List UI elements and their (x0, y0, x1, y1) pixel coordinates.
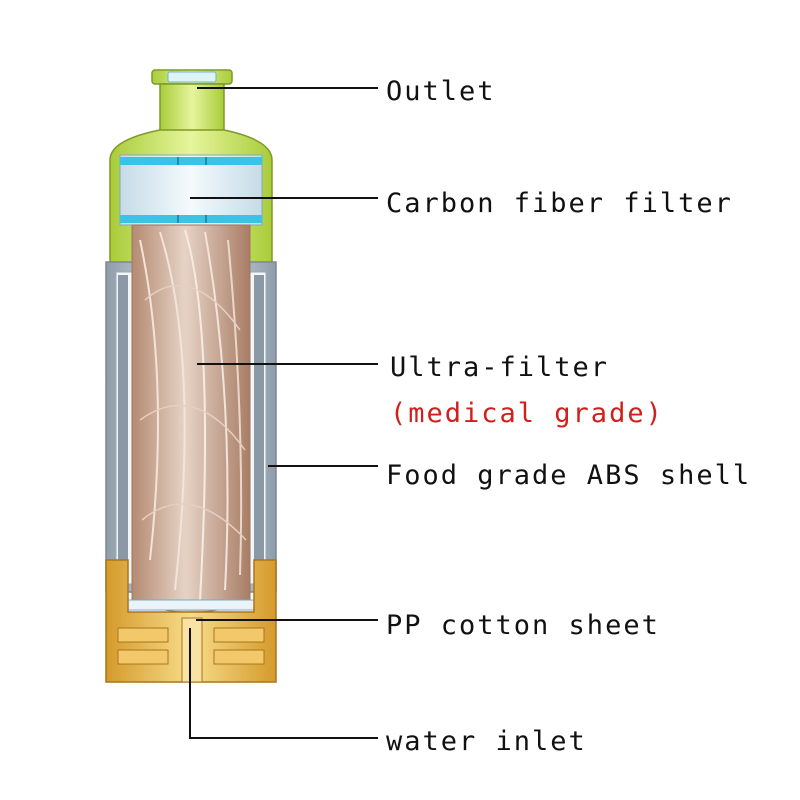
pp-cotton-sheet-label: PP cotton sheet (386, 610, 660, 641)
carbon-fiber-filter-label: Carbon fiber filter (386, 188, 733, 219)
leader-inlet (189, 628, 378, 739)
water-inlet-label: water inlet (386, 726, 587, 757)
carbon-fiber-block (119, 154, 263, 226)
leader-lines (189, 87, 378, 739)
inlet-base (105, 559, 277, 683)
ultra-filter-label: Ultra-filter (390, 352, 610, 383)
outlet-nozzle (151, 69, 233, 135)
outlet-label: Outlet (386, 76, 496, 107)
pp-cotton-sheet (127, 599, 255, 611)
ultra-filter-note: (medical grade) (390, 398, 664, 429)
food-grade-shell-label: Food grade ABS shell (386, 460, 752, 491)
ultra-filter-fibers (131, 224, 251, 613)
